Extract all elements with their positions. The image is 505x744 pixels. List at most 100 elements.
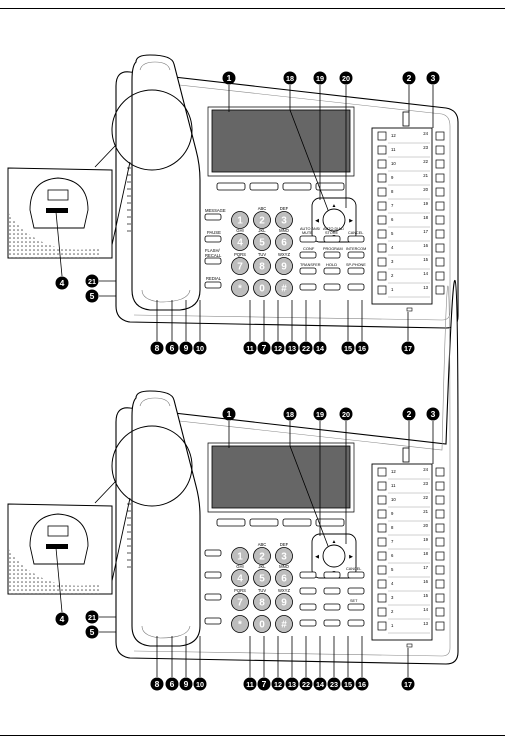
dial-digit: # — [281, 284, 287, 295]
function-key — [347, 603, 365, 611]
dial-key — [275, 279, 293, 297]
callout-11: 11 — [243, 677, 257, 691]
nav-up-icon: ▲ — [332, 203, 337, 209]
dss-key-right — [435, 551, 445, 561]
detail-cradle — [29, 177, 89, 229]
top-rule — [0, 8, 505, 9]
callout-marker — [85, 610, 99, 624]
dss-number: 18 — [423, 551, 428, 556]
dss-number: 21 — [423, 509, 428, 514]
display-frame — [207, 442, 355, 513]
dss-key-right — [435, 495, 445, 505]
dss-key-left — [377, 593, 387, 603]
callout-marker — [243, 341, 257, 355]
display-frame — [207, 106, 355, 177]
dss-number: 13 — [423, 621, 428, 626]
label-conf: CONF — [303, 246, 315, 251]
callout-marker — [426, 407, 440, 421]
handset-earpiece-edge — [139, 397, 171, 407]
dial-digit: 4 — [237, 574, 243, 585]
function-key — [323, 603, 341, 611]
callout-number: 11 — [246, 680, 254, 689]
dss-key-right — [435, 593, 445, 603]
callout-19: 19 — [313, 71, 327, 85]
dss-key-right — [435, 481, 445, 491]
dial-key — [231, 547, 249, 565]
function-key — [204, 213, 222, 221]
callout-19: 19 — [313, 407, 327, 421]
callout-number: 15 — [344, 680, 352, 689]
handset-mouthpiece-edge — [141, 289, 191, 303]
callout-13: 13 — [285, 341, 299, 355]
dss-key-left — [377, 579, 387, 589]
callout-15: 15 — [341, 677, 355, 691]
zoom-line — [94, 145, 116, 168]
callout-5: 5 — [85, 625, 99, 639]
dss-key-left — [377, 215, 387, 225]
dss-key-left — [377, 509, 387, 519]
callout-marker — [243, 677, 257, 691]
callout-marker — [85, 625, 99, 639]
dss-number: 8 — [391, 525, 394, 530]
callout-18: 18 — [283, 71, 297, 85]
dss-number: 7 — [391, 539, 394, 544]
callout-number: 22 — [302, 680, 310, 689]
callout-7: 7 — [257, 341, 271, 355]
dial-letters: PQRS — [234, 588, 246, 593]
dss-number: 5 — [391, 231, 394, 236]
dial-digit: 8 — [259, 598, 265, 609]
callout-10: 10 — [193, 341, 207, 355]
function-key — [323, 587, 341, 595]
microphone — [406, 307, 413, 312]
dss-key-left — [377, 271, 387, 281]
dss-number: 1 — [391, 287, 394, 292]
callout-number: 3 — [431, 73, 436, 83]
callout-number: 20 — [342, 410, 350, 419]
dss-key-right — [435, 537, 445, 547]
callout-number: 8 — [155, 343, 160, 353]
function-key — [347, 283, 365, 291]
function-key — [323, 267, 341, 275]
detail-hanger-hook — [46, 208, 68, 213]
callout-8: 8 — [150, 341, 164, 355]
dial-digit: 3 — [281, 552, 287, 563]
label-recall: RECALL — [205, 253, 222, 258]
callout-number: 5 — [90, 291, 95, 301]
dial-key — [253, 257, 271, 275]
callout-number: 9 — [184, 343, 189, 353]
callout-marker — [426, 71, 440, 85]
callout-8: 8 — [150, 677, 164, 691]
dss-number: 2 — [391, 609, 394, 614]
dss-number: 10 — [391, 497, 396, 502]
dial-key — [275, 211, 293, 229]
callout-marker — [285, 341, 299, 355]
callout-marker — [85, 289, 99, 303]
callout-number: 13 — [288, 344, 296, 353]
dial-key — [275, 547, 293, 565]
callout-number: 18 — [286, 410, 294, 419]
soft-key — [249, 518, 279, 527]
callout-marker — [85, 274, 99, 288]
callout-number: 20 — [342, 74, 350, 83]
callout-marker — [193, 677, 207, 691]
function-key — [323, 235, 341, 243]
dss-number: 4 — [391, 581, 394, 586]
callout-number: 7 — [262, 343, 267, 353]
soft-key — [216, 182, 246, 191]
handset — [131, 54, 201, 311]
dss-key-left — [377, 467, 387, 477]
dss-key-right — [435, 621, 445, 631]
dial-key — [253, 211, 271, 229]
function-key — [299, 587, 317, 595]
message-lamp — [402, 447, 410, 463]
callout-20: 20 — [339, 407, 353, 421]
callout-1: 1 — [222, 407, 236, 421]
dss-number: 21 — [423, 173, 428, 178]
dss-number: 16 — [423, 579, 428, 584]
dss-key-right — [435, 565, 445, 575]
function-key — [204, 549, 222, 557]
dss-number: 2 — [391, 273, 394, 278]
dss-number: 15 — [423, 257, 428, 262]
dss-key-right — [435, 173, 445, 183]
callout-3: 3 — [426, 71, 440, 85]
